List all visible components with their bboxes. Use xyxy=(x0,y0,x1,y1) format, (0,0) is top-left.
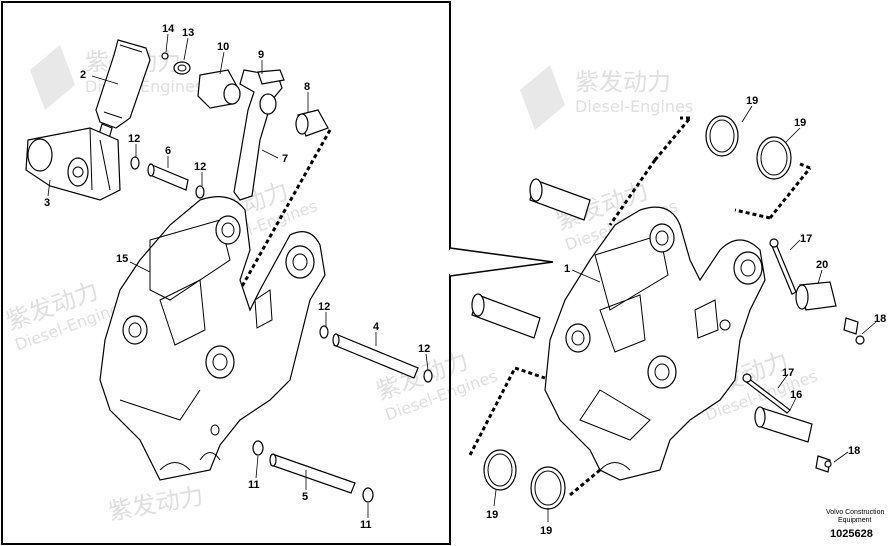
callout-18: 18 xyxy=(874,313,886,325)
callout-14: 14 xyxy=(162,23,175,35)
callout-labels: 14 13 10 9 2 8 12 6 12 7 3 15 12 4 12 11… xyxy=(44,23,886,537)
callout-11: 11 xyxy=(360,519,372,531)
callout-13: 13 xyxy=(182,27,194,39)
detail-pointer xyxy=(449,247,554,277)
callout-3: 3 xyxy=(44,197,50,209)
callout-9: 9 xyxy=(258,49,264,61)
callout-8: 8 xyxy=(304,81,310,93)
callout-19: 19 xyxy=(794,117,806,129)
watermark-cn: 紫发动力 xyxy=(106,482,205,526)
callout-12: 12 xyxy=(128,133,140,145)
callout-15: 15 xyxy=(116,253,128,265)
callout-16: 16 xyxy=(790,389,802,401)
company-line-2: Equipment xyxy=(838,517,872,524)
callout-19: 19 xyxy=(746,95,758,107)
callout-10: 10 xyxy=(217,41,229,53)
callout-12: 12 xyxy=(418,343,430,355)
pin-5 xyxy=(270,454,356,494)
callout-17: 17 xyxy=(782,367,794,379)
callout-19: 19 xyxy=(540,525,552,537)
leader-lines xyxy=(47,33,877,522)
o-ring xyxy=(756,136,792,180)
o-ring xyxy=(705,115,739,157)
callout-6: 6 xyxy=(165,145,171,157)
callout-17: 17 xyxy=(800,233,812,245)
drawing-footer: Volvo Construction Equipment 1025628 xyxy=(826,509,884,540)
quick-coupler-frame-right xyxy=(544,206,766,481)
callout-11: 11 xyxy=(248,479,260,491)
callout-12: 12 xyxy=(194,161,206,173)
callout-7: 7 xyxy=(282,153,288,165)
callout-5: 5 xyxy=(302,491,308,503)
callout-12: 12 xyxy=(318,301,330,313)
callout-19: 19 xyxy=(486,509,498,521)
callout-4: 4 xyxy=(373,321,380,333)
cylinder-assembly xyxy=(25,39,332,291)
callout-2: 2 xyxy=(80,69,86,81)
callout-18: 18 xyxy=(848,445,860,457)
quick-coupler-frame-left xyxy=(99,196,326,481)
watermark-cn: 紫发动力 xyxy=(575,68,671,96)
pin-16 xyxy=(757,407,813,443)
company-line-1: Volvo Construction xyxy=(826,509,884,516)
callout-1: 1 xyxy=(564,263,570,275)
watermark-en: Diesel-Engines xyxy=(575,97,693,116)
drawing-number: 1025628 xyxy=(830,528,873,540)
o-ring xyxy=(530,466,566,510)
o-ring xyxy=(483,449,517,491)
callout-20: 20 xyxy=(816,259,828,271)
